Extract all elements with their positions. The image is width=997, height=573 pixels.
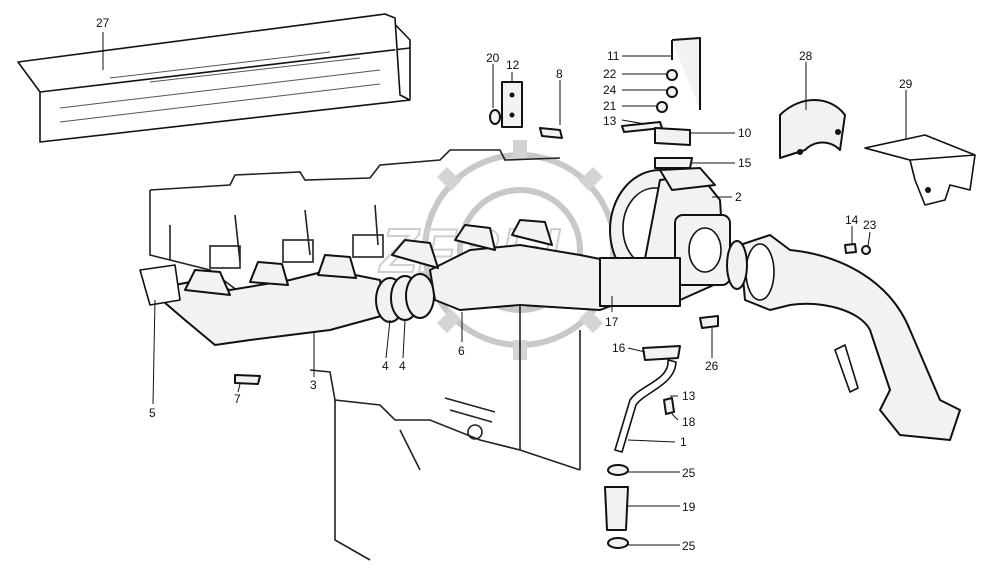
bracket-12 xyxy=(501,81,523,128)
turbocharger-2 xyxy=(599,167,731,307)
callout-27: 27 xyxy=(96,16,110,30)
leader-lines xyxy=(102,32,907,546)
callout-26: 26 xyxy=(705,359,719,373)
exhaust-elbow-pipe xyxy=(726,234,961,441)
small-hardware xyxy=(234,37,871,549)
callout-8: 8 xyxy=(556,67,563,81)
callout-25-top: 25 xyxy=(682,466,696,480)
callout-13-bottom: 13 xyxy=(682,389,696,403)
callout-29: 29 xyxy=(899,77,913,91)
callout-6: 6 xyxy=(458,344,465,358)
bracket-29 xyxy=(864,134,976,206)
callout-2: 2 xyxy=(735,190,742,204)
callout-20: 20 xyxy=(486,51,500,65)
callout-18: 18 xyxy=(682,415,696,429)
callout-22: 22 xyxy=(603,67,617,81)
callout-24: 24 xyxy=(603,83,617,97)
sleeve-4 xyxy=(375,273,435,323)
callout-4-right: 4 xyxy=(399,359,406,373)
callout-25-bottom: 25 xyxy=(682,539,696,553)
callout-4-left: 4 xyxy=(382,359,389,373)
callout-3: 3 xyxy=(310,378,317,392)
callout-5: 5 xyxy=(149,406,156,420)
callout-13-top: 13 xyxy=(603,114,617,128)
callout-labels: 27 20 12 8 11 22 24 21 13 10 15 2 28 29 … xyxy=(96,16,913,553)
callout-16: 16 xyxy=(612,341,626,355)
exhaust-manifold-front-3 xyxy=(139,254,386,346)
callout-23: 23 xyxy=(863,218,877,232)
callout-7: 7 xyxy=(234,392,241,406)
engine-block-outline xyxy=(149,149,581,561)
callout-15: 15 xyxy=(738,156,752,170)
callout-17: 17 xyxy=(605,315,619,329)
callout-14: 14 xyxy=(845,213,859,227)
callout-19: 19 xyxy=(682,500,696,514)
callout-21: 21 xyxy=(603,99,617,113)
heat-shield-27 xyxy=(17,13,411,143)
callout-11: 11 xyxy=(607,49,620,63)
callout-10: 10 xyxy=(738,126,752,140)
exhaust-manifold-rear-6 xyxy=(391,219,641,311)
callout-28: 28 xyxy=(799,49,813,63)
bracket-28 xyxy=(779,99,846,159)
callout-12: 12 xyxy=(506,58,520,72)
callout-1: 1 xyxy=(680,435,687,449)
